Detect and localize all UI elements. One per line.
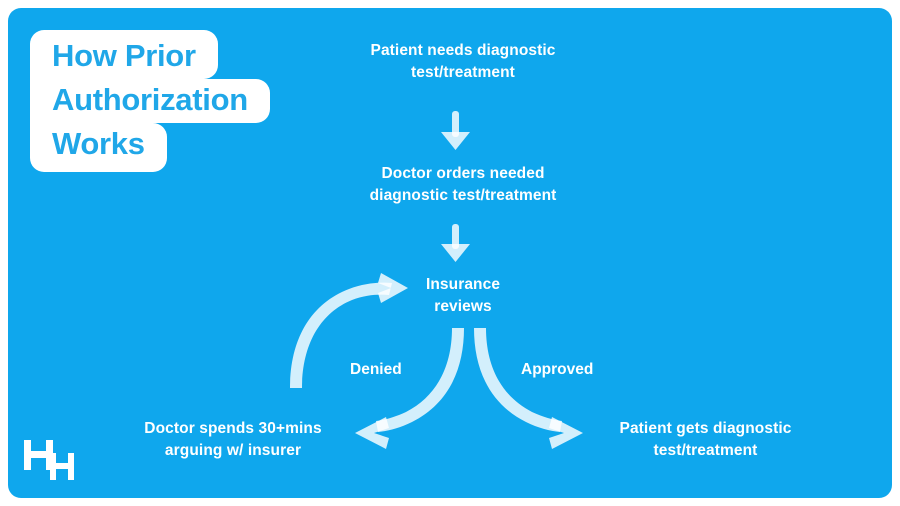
arrow-orders-to-insurance bbox=[441, 224, 470, 262]
flow-arrows bbox=[290, 111, 583, 449]
arrow-denied-to-insurance bbox=[290, 273, 408, 388]
flow-node-patient-gets: Patient gets diagnostic test/treatment bbox=[619, 420, 792, 459]
flow-node-insurance-reviews: Insurance reviews bbox=[425, 276, 501, 315]
flow-node-doctor-argues: Doctor spends 30+mins arguing w/ insurer bbox=[144, 420, 322, 459]
arrow-needs-to-orders bbox=[441, 111, 470, 150]
branch-label-approved: Approved bbox=[521, 361, 594, 378]
infographic-canvas: How Prior Authorization Works bbox=[8, 8, 892, 498]
branch-label-denied: Denied bbox=[350, 361, 402, 378]
arrow-insurance-to-approved bbox=[474, 328, 583, 449]
arrow-insurance-to-denied bbox=[355, 328, 464, 449]
hh-monogram-logo bbox=[24, 440, 74, 480]
flow-node-doctor-orders: Doctor orders needed diagnostic test/tre… bbox=[369, 165, 557, 204]
page-title: How Prior Authorization Works bbox=[30, 30, 270, 172]
title-line-2: Authorization bbox=[30, 79, 270, 123]
title-line-1: How Prior bbox=[30, 30, 218, 79]
flow-node-patient-needs: Patient needs diagnostic test/treatment bbox=[370, 42, 556, 81]
title-line-3: Works bbox=[30, 123, 167, 172]
